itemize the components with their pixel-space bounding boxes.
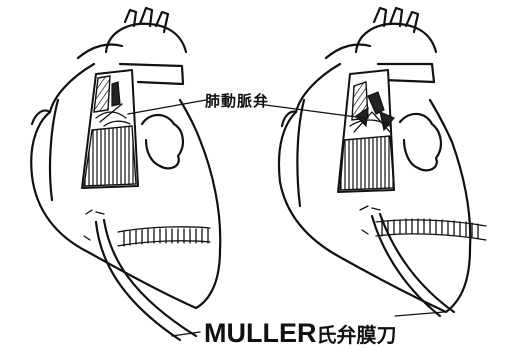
- muller-name: MULLER: [204, 318, 316, 348]
- valvulotome-text: 氏弁膜刀: [316, 323, 396, 347]
- pulmonary-valve-label: 肺動脈弁: [205, 90, 269, 111]
- right-heart: [279, 8, 486, 316]
- right-aortic-arch: [356, 24, 436, 52]
- left-incision-marks: [84, 210, 104, 240]
- leader-line-valve-left: [128, 100, 206, 114]
- left-knife-tip: [112, 82, 120, 106]
- muller-knife-label: MULLER氏弁膜刀: [204, 318, 396, 349]
- left-outflow-lumen: [84, 126, 136, 186]
- left-aortic-branches: [125, 8, 168, 32]
- right-atrial-appendage: [400, 114, 441, 170]
- left-heart: [31, 8, 220, 340]
- left-aortic-arch: [106, 24, 186, 52]
- right-outflow-lumen: [340, 136, 394, 190]
- left-coronary-rings: [124, 229, 208, 246]
- right-aortic-branches: [374, 8, 418, 32]
- right-coronary-rings: [382, 219, 478, 238]
- left-knife-shaft: [96, 220, 196, 340]
- left-right-atrium: [32, 100, 58, 200]
- left-atrial-appendage: [142, 115, 183, 168]
